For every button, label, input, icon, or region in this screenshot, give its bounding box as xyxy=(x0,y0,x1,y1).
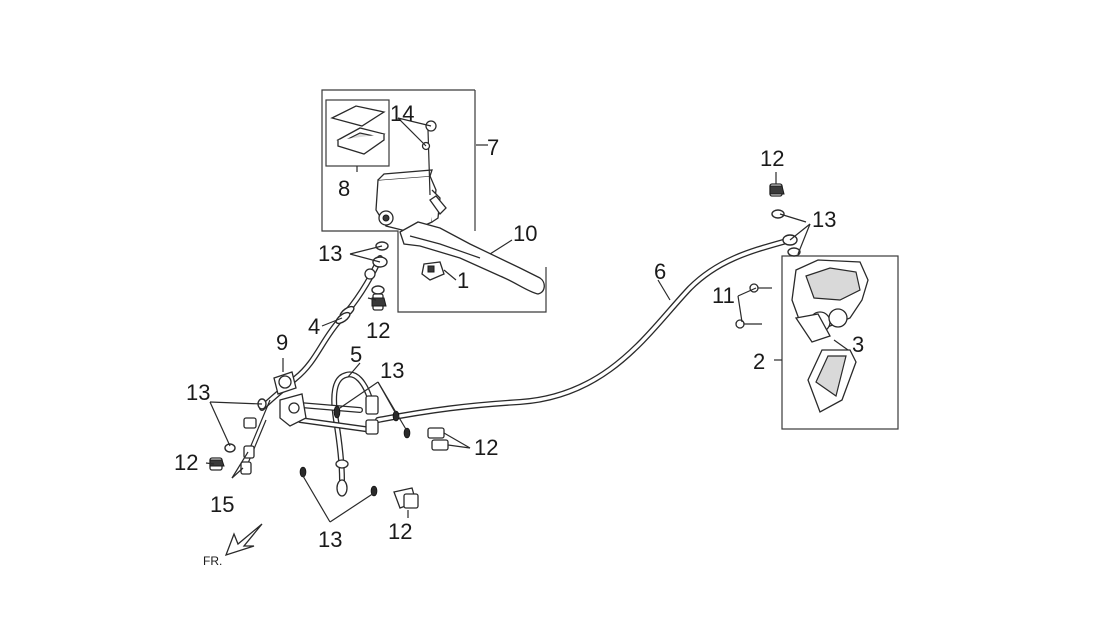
callout-6: 6 xyxy=(654,259,666,284)
master-cylinder xyxy=(375,169,447,233)
brake-caliper xyxy=(791,259,869,343)
brake-splitter xyxy=(273,371,307,427)
caliper-banjo-fittings xyxy=(769,183,801,257)
callout-12-bottom: 12 xyxy=(388,519,412,544)
callout-9: 9 xyxy=(276,330,288,355)
callout-4: 4 xyxy=(308,314,320,339)
front-direction-label: FR. xyxy=(203,554,222,568)
loose-hardware xyxy=(299,466,419,509)
center-banjo-fittings xyxy=(333,395,449,451)
brake-switch xyxy=(421,261,445,281)
callout-14: 14 xyxy=(390,101,414,126)
leader-lines xyxy=(205,117,849,523)
brake-pad xyxy=(807,349,857,413)
callout-12-caliper: 12 xyxy=(760,146,784,171)
master-banjo-fittings xyxy=(364,241,389,311)
master-cylinder-group-box xyxy=(321,89,547,313)
callout-10: 10 xyxy=(513,221,537,246)
caliper-group-box xyxy=(781,255,899,430)
front-direction-arrow-icon: FR. xyxy=(203,523,263,568)
callout-13-left: 13 xyxy=(186,380,210,405)
callout-12-hose: 12 xyxy=(366,318,390,343)
left-banjo-fittings xyxy=(209,398,267,471)
callout-15: 15 xyxy=(210,492,234,517)
brake-hose-main xyxy=(375,237,793,423)
reservoir-cap xyxy=(330,105,386,155)
callout-2: 2 xyxy=(753,349,765,374)
callout-11: 11 xyxy=(712,283,735,308)
brake-hose-loop xyxy=(297,371,375,497)
callout-8: 8 xyxy=(338,176,350,201)
callout-7: 7 xyxy=(487,135,499,160)
callout-1: 1 xyxy=(457,268,469,293)
callout-3: 3 xyxy=(852,332,864,357)
callout-numbers: 1 2 3 4 5 6 7 8 9 10 11 12 12 12 12 12 1… xyxy=(174,101,864,552)
callout-13-bottom: 13 xyxy=(318,527,342,552)
callout-12-center: 12 xyxy=(474,435,498,460)
reservoir-screw xyxy=(421,120,437,196)
callout-13-center: 13 xyxy=(380,358,404,383)
callout-5: 5 xyxy=(350,342,362,367)
mounting-bolts xyxy=(240,399,271,475)
callout-13-caliper: 13 xyxy=(812,207,836,232)
callout-13-master: 13 xyxy=(318,241,342,266)
callout-12-left: 12 xyxy=(174,450,198,475)
brake-lever xyxy=(399,221,545,295)
